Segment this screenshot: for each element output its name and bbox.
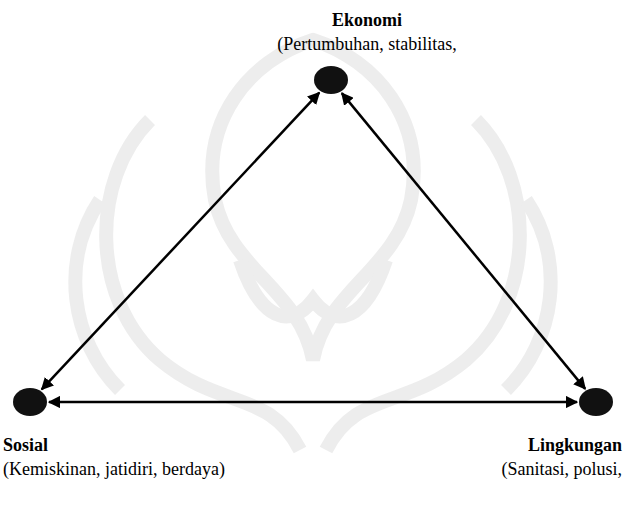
circle-shape <box>314 66 348 94</box>
node-heading: Sosial <box>3 433 225 457</box>
double-arrow <box>342 93 585 389</box>
circle-node: Ekonomi(Pertumbuhan, stabilitas, <box>314 66 348 94</box>
circle-node: Lingkungan(Sanitasi, polusi, <box>579 388 613 416</box>
circle-shape <box>13 388 47 416</box>
node-label-block: Lingkungan(Sanitasi, polusi, <box>502 433 623 481</box>
node-subtitle: (Kemiskinan, jatidiri, berdaya) <box>3 457 225 481</box>
node-heading: Ekonomi <box>277 8 456 32</box>
circle-node: Sosial(Kemiskinan, jatidiri, berdaya) <box>13 388 47 416</box>
node-heading: Lingkungan <box>502 433 623 457</box>
node-subtitle: (Sanitasi, polusi, <box>502 457 623 481</box>
node-subtitle: (Pertumbuhan, stabilitas, <box>277 32 456 56</box>
circle-shape <box>579 388 613 416</box>
double-arrow <box>42 93 320 390</box>
node-label-block: Sosial(Kemiskinan, jatidiri, berdaya) <box>3 433 225 481</box>
node-label-block: Ekonomi(Pertumbuhan, stabilitas, <box>277 8 456 56</box>
double-arrow <box>49 401 577 404</box>
